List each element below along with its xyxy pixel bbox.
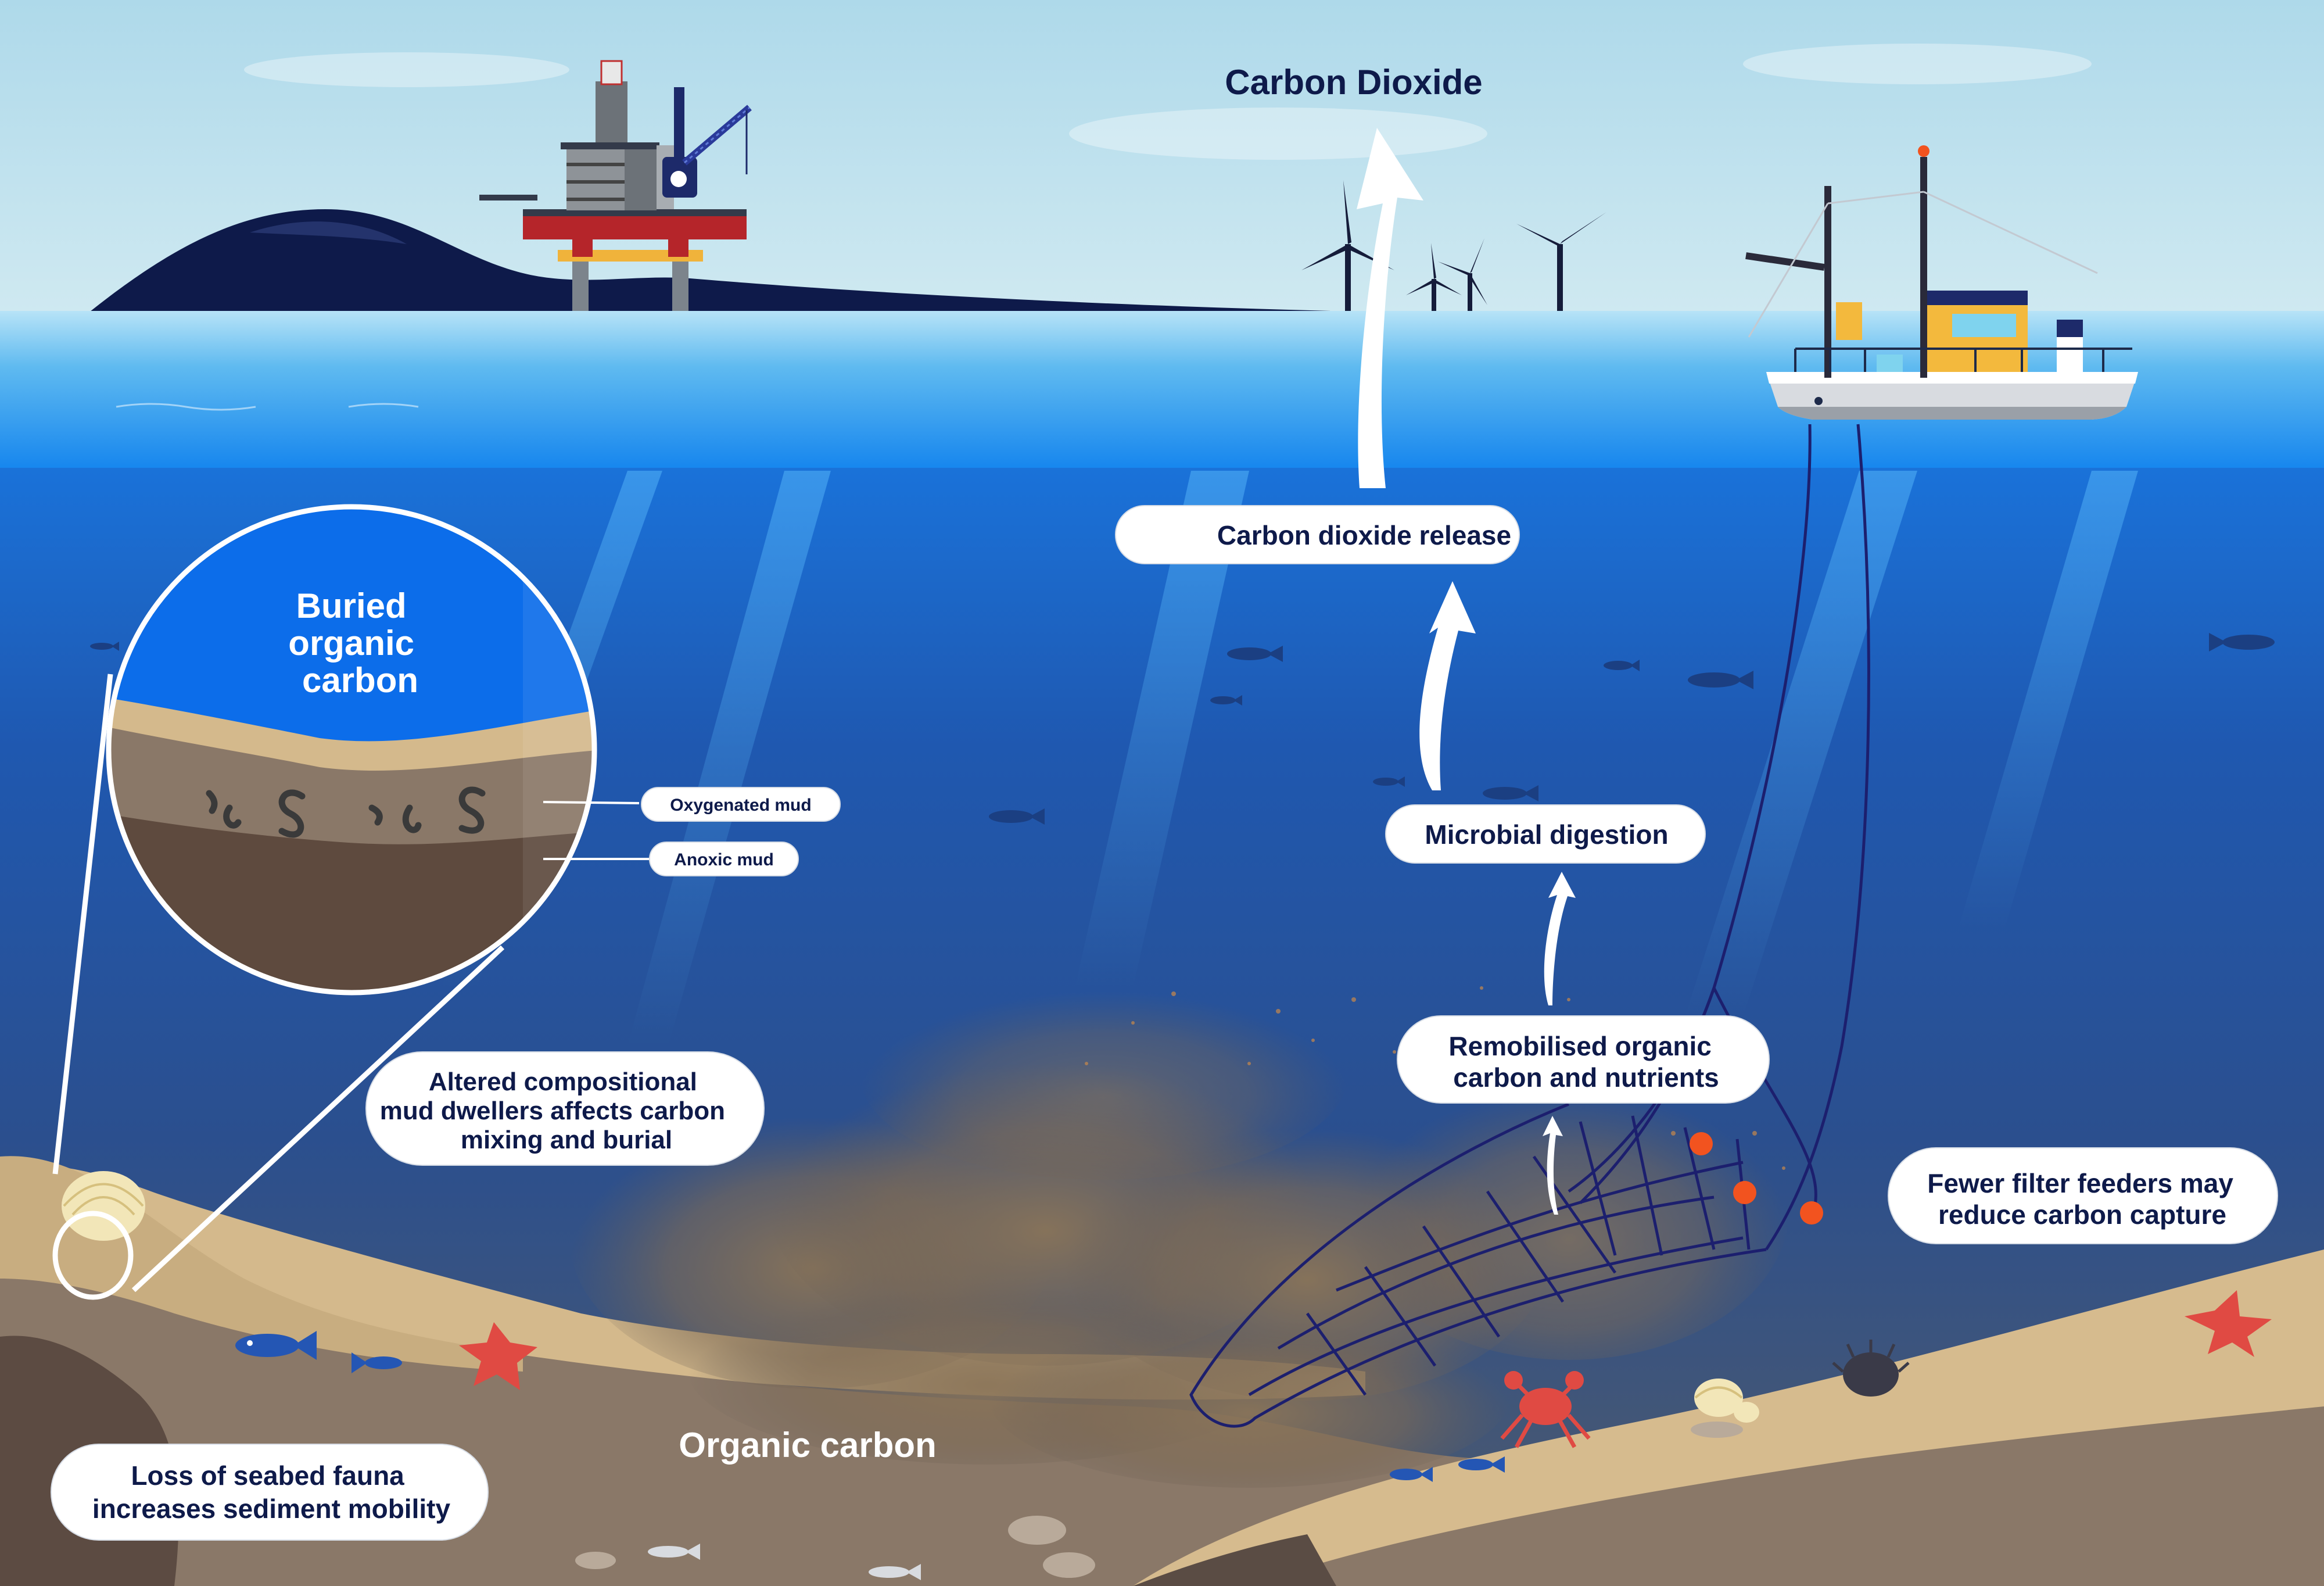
oxygenated-mud-label: Oxygenated mud: [641, 787, 841, 822]
shell-zoom-origin: [52, 1171, 145, 1300]
sediment-plume: [569, 971, 1789, 1488]
inset-zoom-lines: [52, 674, 505, 1293]
diagram-title: Carbon Dioxide: [1225, 63, 1482, 102]
starfish-right: [2185, 1290, 2272, 1357]
svg-text:Microbial digestion: Microbial digestion: [1425, 819, 1668, 850]
trawl-net: [1189, 424, 1870, 1428]
fishing-trawler: [1745, 145, 2138, 420]
buried-carbon-inset: Buried organic carbon: [106, 504, 650, 996]
seabed-creatures: [235, 1290, 2272, 1580]
svg-text:Oxygenated mud: Oxygenated mud: [670, 796, 811, 815]
large-co2-arrow-icon: [1357, 128, 1423, 488]
callout-microbial-digestion: Microbial digestion: [1385, 804, 1706, 864]
upward-arrow-small-icon: [1543, 1116, 1563, 1215]
organic-carbon-label: Organic carbon: [679, 1426, 936, 1465]
mud-worms: [206, 786, 486, 838]
callout-co2-release: Carbon dioxide release: [1115, 505, 1520, 564]
callout-fewer-filter-feeders: Fewer filter feeders may reduce carbon c…: [1888, 1147, 2278, 1244]
svg-text:Carbon dioxide release: Carbon dioxide release: [1217, 520, 1511, 550]
inset-title-line3: carbon: [302, 661, 418, 700]
carbon-flow-arrows: [1357, 128, 1576, 1215]
svg-text:Anoxic mud: Anoxic mud: [674, 850, 774, 869]
sea-urchin: [1832, 1340, 1910, 1397]
digestion-arrow-icon: [1419, 581, 1476, 790]
net-floats: [1690, 1132, 1823, 1225]
svg-text:Buried organic car: Buried organic carbon: [288, 586, 424, 700]
callout-altered-mud-dwellers: Altered compositional mud dwellers affec…: [365, 1051, 765, 1166]
svg-text:Altered compositional mu: Altered compositional mud dwellers affec…: [380, 1068, 732, 1154]
anoxic-mud-label: Anoxic mud: [649, 842, 799, 876]
seabed-mud-right: [1249, 1406, 2324, 1586]
callout-remobilised-carbon: Remobilised organic carbon and nutrients: [1397, 1015, 1770, 1104]
remobilised-arrow-icon: [1544, 872, 1576, 1005]
clam-shells: [1694, 1379, 1759, 1423]
fish-school: [90, 633, 2275, 825]
callout-loss-seabed-fauna: Loss of seabed fauna increases sediment …: [51, 1444, 489, 1541]
svg-text:Fewer filter feeders may: Fewer filter feeders may reduce carbon c…: [1927, 1168, 2240, 1230]
inset-title-line2: organic: [288, 624, 414, 663]
svg-text:Loss of seabed fauna inc: Loss of seabed fauna increases sediment …: [92, 1460, 451, 1524]
inset-title-line1: Buried: [296, 586, 407, 625]
crab: [1500, 1371, 1591, 1448]
distant-hills: [87, 209, 1330, 317]
starfish-left: [459, 1322, 537, 1390]
svg-text:Remobilised organic carb: Remobilised organic carbon and nutrients: [1448, 1031, 1719, 1093]
